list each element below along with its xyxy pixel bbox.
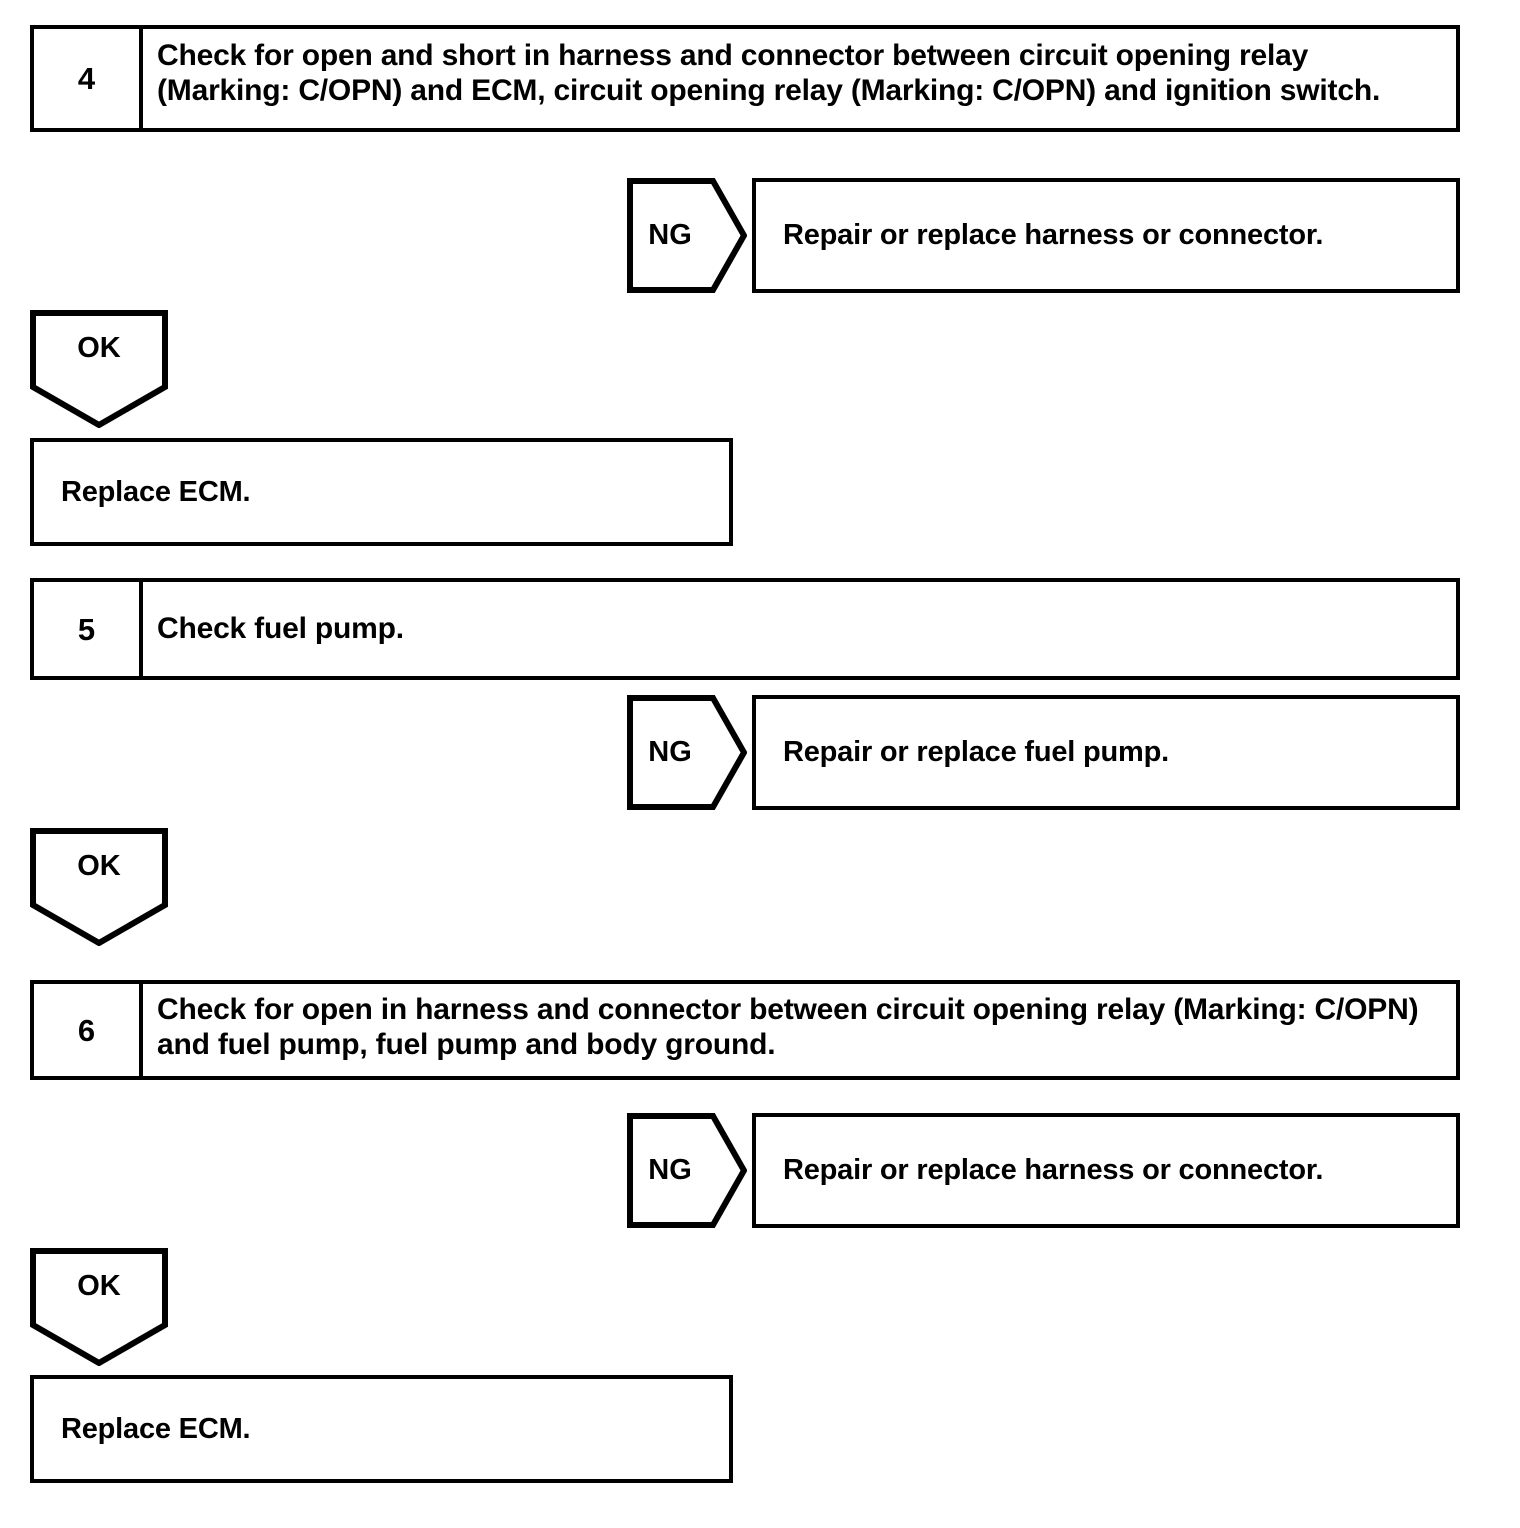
ng-result-box-2: Repair or replace fuel pump. [752,695,1460,810]
ng-label-3: NG [648,1154,692,1186]
ok-label-3: OK [77,1269,121,1302]
ng-tag-3: NG [627,1113,747,1228]
step-instruction-6: Check for open in harness and connector … [157,993,1419,1062]
step-number-4: 4 [77,61,96,96]
ng-result-box-3: Repair or replace harness or connector. [752,1113,1460,1228]
step-text-cell-6: Check for open in harness and connector … [143,984,1456,1076]
ok-tag-2: OK [30,828,168,946]
step-number-6: 6 [77,1012,96,1048]
step-number-cell-6: 6 [34,984,143,1076]
ng-pentagon-icon [627,695,747,810]
ok-result-text-1: Replace ECM. [61,475,251,508]
ng-label-1: NG [648,219,692,251]
ok-result-box-3: Replace ECM. [30,1375,733,1483]
step-number-cell-5: 5 [34,582,143,676]
ok-label-1: OK [77,331,121,364]
ng-result-text-1: Repair or replace harness or connector. [783,219,1324,252]
step-instruction-4: Check for open and short in harness and … [157,39,1381,108]
ng-result-text-3: Repair or replace harness or connector. [783,1154,1324,1187]
step-text-cell-5: Check fuel pump. [143,582,1456,676]
ng-tag-1: NG [627,178,747,293]
ng-result-box-1: Repair or replace harness or connector. [752,178,1460,293]
ok-label-2: OK [77,849,121,882]
ok-result-text-3: Replace ECM. [61,1412,251,1445]
step-number-cell-4: 4 [34,29,143,128]
step-number-5: 5 [77,611,96,647]
ng-label-2: NG [648,736,692,768]
step-box-6: 6 Check for open in harness and connecto… [30,980,1460,1080]
step-instruction-5: Check fuel pump. [157,612,404,646]
ng-pentagon-icon [627,178,747,293]
ng-result-text-2: Repair or replace fuel pump. [783,736,1169,769]
step-box-5: 5 Check fuel pump. [30,578,1460,680]
ng-pentagon-icon [627,1113,747,1228]
ng-tag-2: NG [627,695,747,810]
step-box-4: 4 Check for open and short in harness an… [30,25,1460,132]
ok-pentagon-icon [30,310,168,428]
ok-pentagon-icon [30,1248,168,1366]
ok-pentagon-icon [30,828,168,946]
ok-result-box-1: Replace ECM. [30,438,733,546]
step-text-cell-4: Check for open and short in harness and … [143,29,1456,128]
ok-tag-3: OK [30,1248,168,1366]
ok-tag-1: OK [30,310,168,428]
